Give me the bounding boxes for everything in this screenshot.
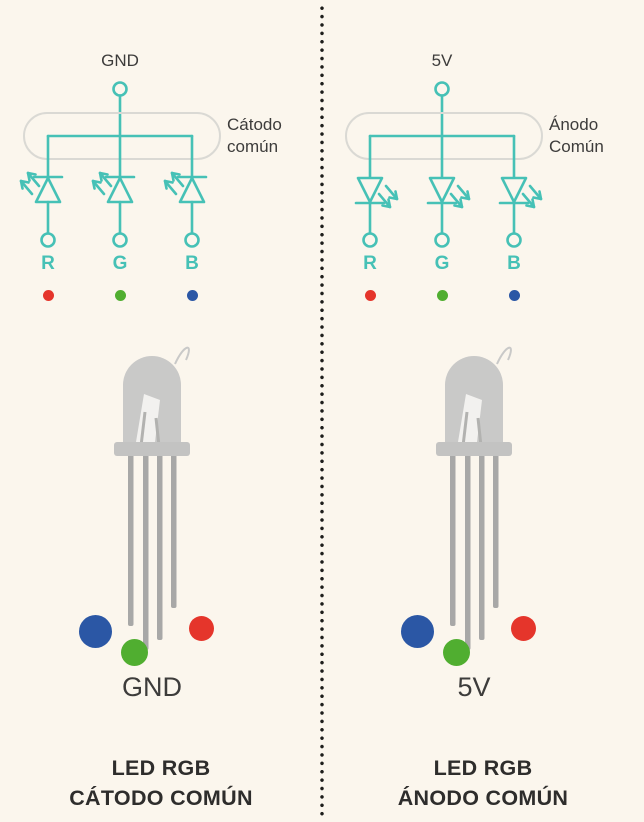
led-leg — [493, 450, 499, 608]
led-leg — [171, 450, 177, 608]
led-lead-dot-blue — [79, 615, 112, 648]
common-bus-outline — [345, 112, 543, 160]
bus-label-line1: Cátodo — [227, 115, 282, 134]
pin-terminal-r — [362, 232, 378, 248]
pin-terminal-g — [434, 232, 450, 248]
panel-title: LED RGB ÁNODO COMÚN — [322, 753, 644, 813]
pin-terminal-b — [506, 232, 522, 248]
pin-dot-red — [43, 290, 54, 301]
pin-letter-b: B — [185, 253, 199, 274]
led-leg — [479, 450, 485, 640]
pin-letter-r: R — [363, 253, 377, 274]
title-line2: ÁNODO COMÚN — [397, 786, 569, 810]
title-line2: CÁTODO COMÚN — [69, 786, 253, 810]
led-common-pin-label: GND — [122, 672, 182, 702]
led-lead-dot-blue — [401, 615, 434, 648]
common-terminal — [434, 81, 450, 97]
pin-letter-r: R — [41, 253, 55, 274]
pin-letter-b: B — [507, 253, 521, 274]
bus-label-line1: Ánodo — [549, 115, 599, 134]
pin-terminal-g — [112, 232, 128, 248]
led-diode-blue-icon — [163, 171, 208, 204]
led-flange — [436, 442, 512, 456]
panel-common-cathode: GND Cátodo común — [0, 51, 322, 813]
led-flange — [114, 442, 190, 456]
common-bus-outline — [23, 112, 221, 160]
led-diode-green-icon — [91, 171, 136, 204]
led-common-pin-label: 5V — [457, 672, 491, 702]
pin-dot-green — [115, 290, 126, 301]
bus-label: Cátodo común — [227, 114, 282, 158]
led-leg-common — [465, 450, 471, 650]
pin-dot-blue — [187, 290, 198, 301]
pin-terminal-r — [40, 232, 56, 248]
supply-label: GND — [101, 51, 139, 70]
common-terminal — [112, 81, 128, 97]
led-diode-red-icon — [354, 176, 399, 209]
bus-label: Ánodo Común — [549, 114, 604, 158]
schematic-common-cathode — [19, 81, 221, 248]
led-diode-green-icon — [426, 176, 471, 209]
led-lead-dot-green — [121, 639, 148, 666]
bus-label-line2: Común — [549, 137, 604, 156]
pin-terminal-b — [184, 232, 200, 248]
pin-letter-g: G — [112, 253, 128, 274]
led-diode-red-icon — [19, 171, 64, 204]
pin-letter-g: G — [434, 253, 450, 274]
bus-label-line2: común — [227, 137, 279, 156]
title-line1: LED RGB — [111, 756, 211, 780]
pin-dot-red — [365, 290, 376, 301]
pin-dot-green — [437, 290, 448, 301]
led-leg — [450, 450, 456, 626]
led-leg — [128, 450, 134, 626]
rgb-led-illustration — [114, 346, 190, 650]
led-leg-common — [143, 450, 149, 650]
led-lead-dot-red — [189, 616, 214, 641]
dotted-divider-line — [320, 4, 324, 818]
led-lead-dot-green — [443, 639, 470, 666]
led-diode-blue-icon — [498, 176, 543, 209]
panel-title: LED RGB CÁTODO COMÚN — [0, 753, 322, 813]
led-wire-curl — [496, 346, 512, 365]
schematic-common-anode — [345, 81, 543, 248]
panel-common-anode: 5V Ánodo Común R — [322, 0, 644, 822]
title-line1: LED RGB — [433, 756, 533, 780]
supply-label: 5V — [431, 51, 453, 70]
led-lead-dot-red — [511, 616, 536, 641]
led-leg — [157, 450, 163, 640]
rgb-led-illustration — [436, 346, 512, 650]
led-wire-curl — [174, 346, 190, 365]
pin-dot-blue — [509, 290, 520, 301]
